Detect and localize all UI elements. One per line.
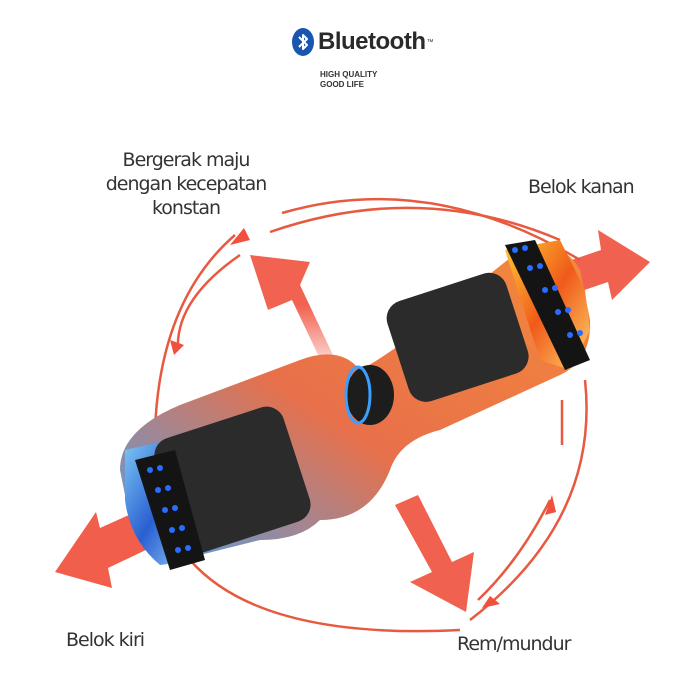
brand-name: Bluetooth [318,28,426,55]
rotation-arcs [153,197,588,633]
turn-left-arrow [55,510,150,588]
tagline-line-1: HIGH QUALITY [320,70,378,79]
label-turn-right: Belok kanan [528,176,635,198]
forward-arrow [250,255,340,380]
label-forward-line-3: konstan [151,197,221,219]
brand-tagline: HIGH QUALITY GOOD LIFE [320,70,377,90]
left-led-lights [147,465,191,553]
right-led-lights [512,245,583,338]
bluetooth-logo: Bluetooth ™ [292,28,433,56]
right-footpad [386,272,529,402]
bluetooth-icon [292,28,314,56]
tagline-line-2: GOOD LIFE [320,80,364,89]
hoverboard-image [120,240,591,570]
left-footpad [154,406,311,554]
label-brake-reverse: Rem/mundur [457,633,571,655]
label-forward-line-1: Bergerak maju [122,149,251,171]
label-forward: Bergerak maju dengan kecepatan konstan [86,148,286,220]
label-turn-left: Belok kiri [66,629,145,651]
label-forward-line-2: dengan kecepatan [105,173,268,195]
arc-arrowheads [170,228,556,608]
brake-reverse-arrow [395,495,474,612]
left-led-bumper [135,450,205,570]
trademark-symbol: ™ [426,38,434,46]
